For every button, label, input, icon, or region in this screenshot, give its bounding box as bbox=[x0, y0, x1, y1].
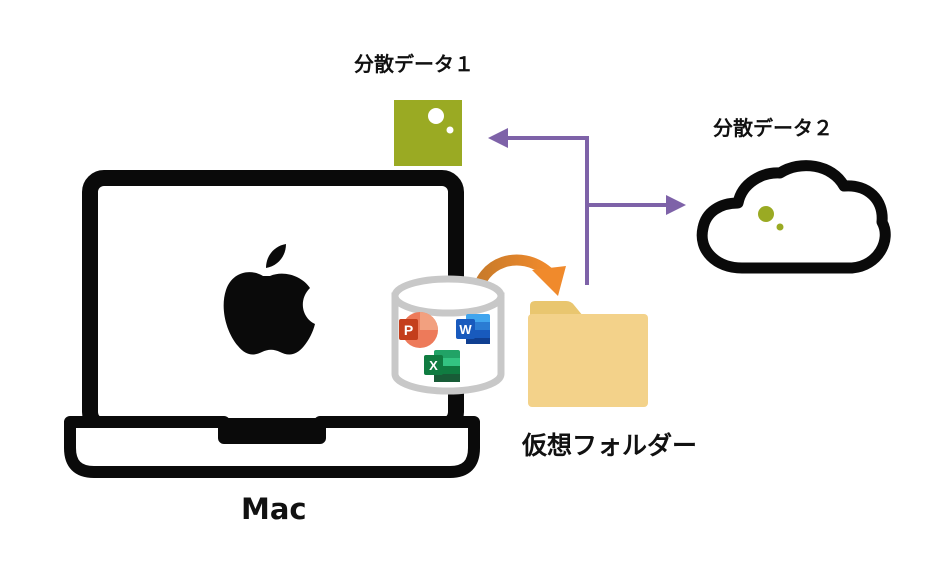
apple-logo-icon bbox=[223, 244, 315, 355]
distribution-arrows bbox=[488, 128, 686, 285]
distributed-data-1-label: 分散データ１ bbox=[354, 52, 474, 76]
cloud-icon bbox=[696, 160, 891, 274]
distributed-data-2-label: 分散データ２ bbox=[713, 116, 833, 140]
virtual-folder-label: 仮想フォルダー bbox=[522, 431, 698, 460]
powerpoint-letter: P bbox=[404, 322, 413, 338]
folder-icon bbox=[528, 301, 648, 407]
word-icon: W bbox=[456, 314, 490, 344]
excel-letter: X bbox=[429, 358, 438, 373]
excel-icon: X bbox=[424, 350, 460, 382]
powerpoint-icon: P bbox=[399, 312, 438, 348]
mac-label: Mac bbox=[241, 492, 307, 526]
green-square-icon bbox=[394, 100, 462, 166]
word-letter: W bbox=[459, 322, 472, 337]
